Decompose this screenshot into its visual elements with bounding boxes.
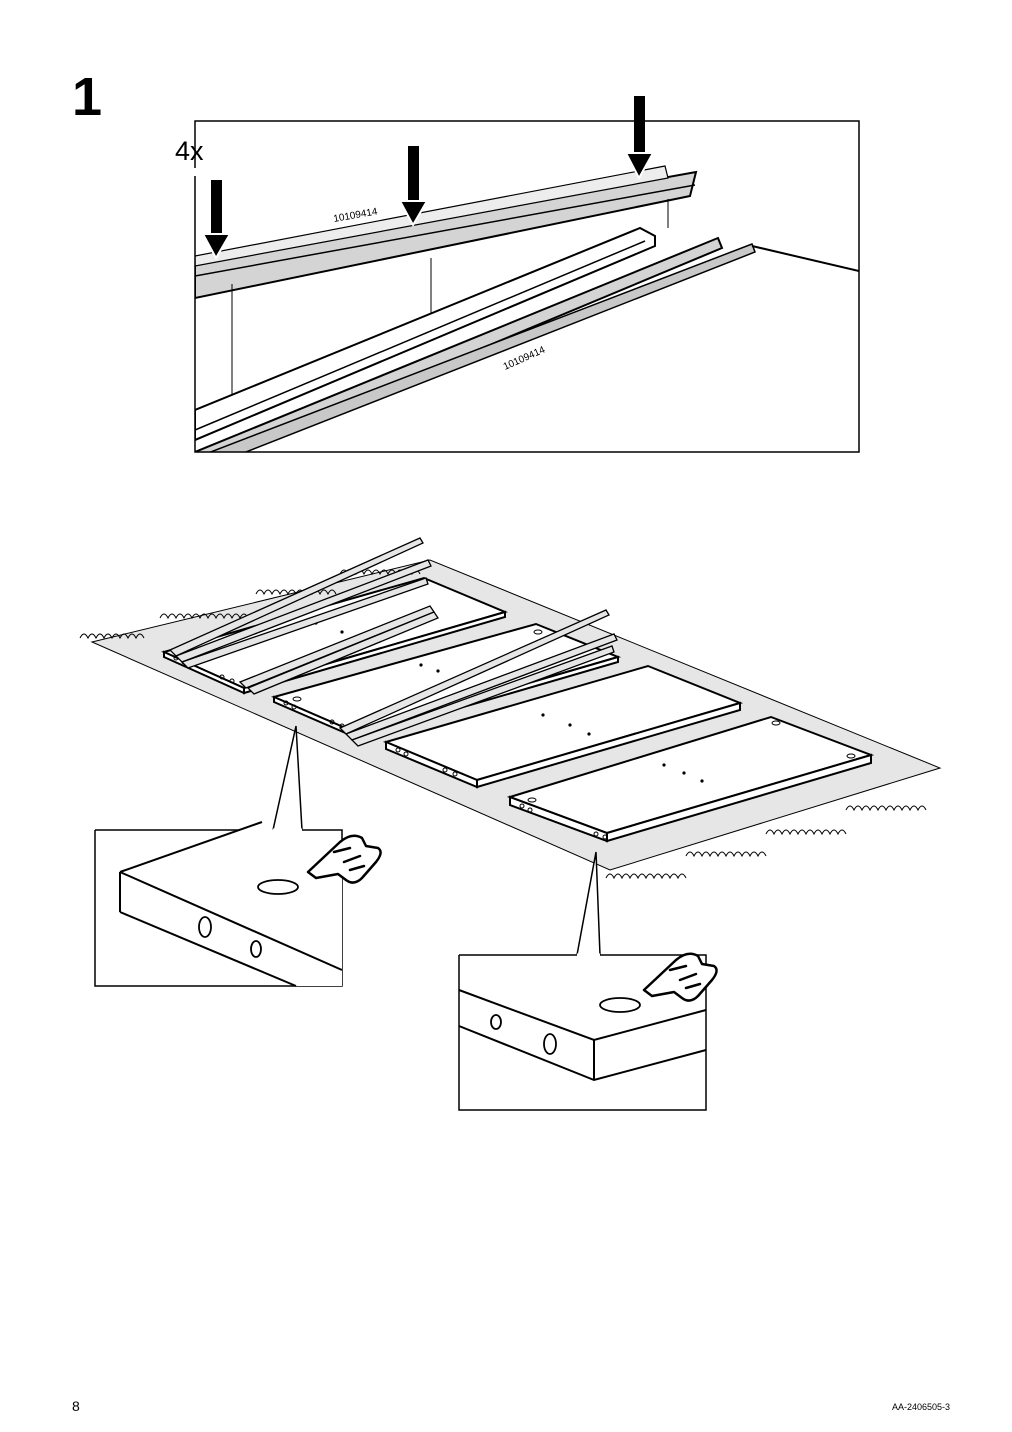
document-code: AA-2406505-3: [891, 1402, 950, 1412]
quantity-label: 4x: [175, 136, 204, 166]
shelf-panel-3: [382, 664, 744, 789]
callout-left: [94, 725, 382, 987]
down-arrow-middle-icon: [398, 146, 429, 228]
shelf-panel-1: [161, 576, 508, 695]
page-number: 8: [72, 1398, 80, 1414]
rails-bundle-1: [168, 537, 439, 695]
lower-rail: [195, 236, 724, 452]
rug-with-panels: [79, 537, 942, 880]
down-arrow-left-icon: [201, 180, 232, 261]
rails-bundle-2: [338, 609, 618, 747]
pointing-hand-icon: [642, 952, 718, 1002]
down-arrow-right-icon: [624, 96, 655, 181]
pointing-hand-icon: [306, 834, 382, 884]
rail-detail-frame: 4x 10109414 10109414: [175, 96, 860, 453]
callout-right: [458, 851, 718, 1111]
shelf-panel-4: [506, 715, 875, 843]
step-number: 1: [72, 67, 103, 127]
